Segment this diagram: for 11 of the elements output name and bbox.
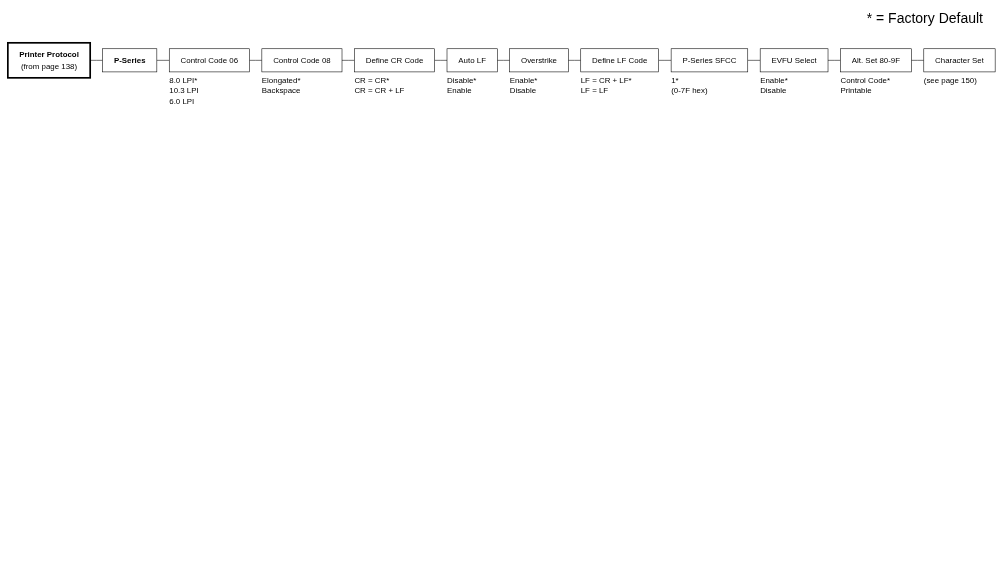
connector-line [911,60,925,61]
connector-line [497,60,510,61]
connector-line [658,60,672,61]
connector-line [156,60,170,61]
connector-line [827,60,841,61]
connector-line [434,60,448,61]
connector-line [568,60,581,61]
connector-line [747,60,761,61]
note-text: * = Factory Default [866,10,983,26]
connector-line [341,60,355,61]
connector-line [249,60,263,61]
